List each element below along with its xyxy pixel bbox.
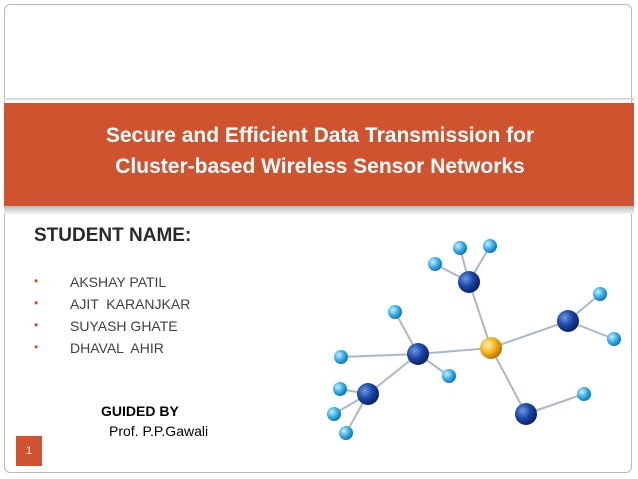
sensor-network-illustration xyxy=(327,239,621,440)
center-node xyxy=(480,337,502,359)
slide-frame xyxy=(4,4,632,473)
divider xyxy=(4,98,634,100)
light-nodes xyxy=(327,239,621,440)
bullet-icon: • xyxy=(34,296,39,310)
guide-name: Prof. P.P.Gawali xyxy=(109,423,209,439)
title-band-shadow xyxy=(4,206,634,214)
bullet-icon: • xyxy=(34,340,39,354)
bullet-icon: • xyxy=(34,274,39,288)
guided-by-label: GUIDED BY xyxy=(101,403,179,419)
title-band xyxy=(4,103,634,206)
student-name: DHAVAL AHIR xyxy=(70,340,164,356)
page-number: 1 xyxy=(16,436,42,466)
bullet-icon: • xyxy=(34,318,39,332)
dark-nodes xyxy=(357,271,579,425)
title-line-1: Secure and Efficient Data Transmission f… xyxy=(105,124,535,147)
student-name: AJIT KARANJKAR xyxy=(70,296,191,312)
title-line-2: Cluster-based Wireless Sensor Networks xyxy=(115,155,525,178)
student-name-label: STUDENT NAME: xyxy=(34,225,192,246)
slide-title: Secure and Efficient Data Transmission f… xyxy=(40,120,600,182)
student-name: SUYASH GHATE xyxy=(70,318,178,334)
student-name: AKSHAY PATIL xyxy=(70,274,167,290)
